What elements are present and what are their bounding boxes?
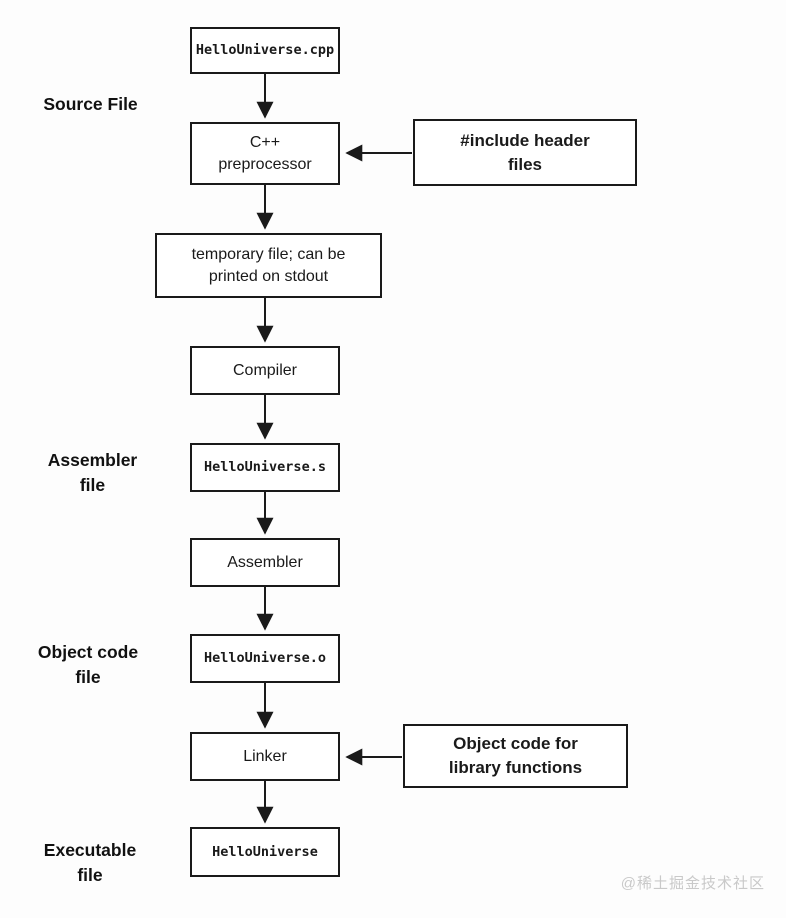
watermark-text: @稀土掘金技术社区 <box>620 875 765 892</box>
object-code-file-label: Object code file <box>37 642 139 687</box>
temporary-file-node: temporary file; can be printed on stdout <box>155 233 382 298</box>
executable-node: HelloUniverse <box>190 827 340 877</box>
source-file-label: Source File <box>43 94 138 114</box>
linker-node: Linker <box>190 732 340 781</box>
assembler-node: Assembler <box>190 538 340 587</box>
library-object-code-node: Object code for library functions <box>403 724 628 788</box>
assembler-file-node: HelloUniverse.s <box>190 443 340 492</box>
executable-file-label: Executable file <box>43 840 137 885</box>
source-file-node: HelloUniverse.cpp <box>190 27 340 74</box>
compiler-node: Compiler <box>190 346 340 395</box>
object-code-file-node: HelloUniverse.o <box>190 634 340 683</box>
assembler-file-label: Assembler file <box>47 450 138 495</box>
preprocessor-node: C++ preprocessor <box>190 122 340 185</box>
include-header-files-node: #include header files <box>413 119 637 186</box>
